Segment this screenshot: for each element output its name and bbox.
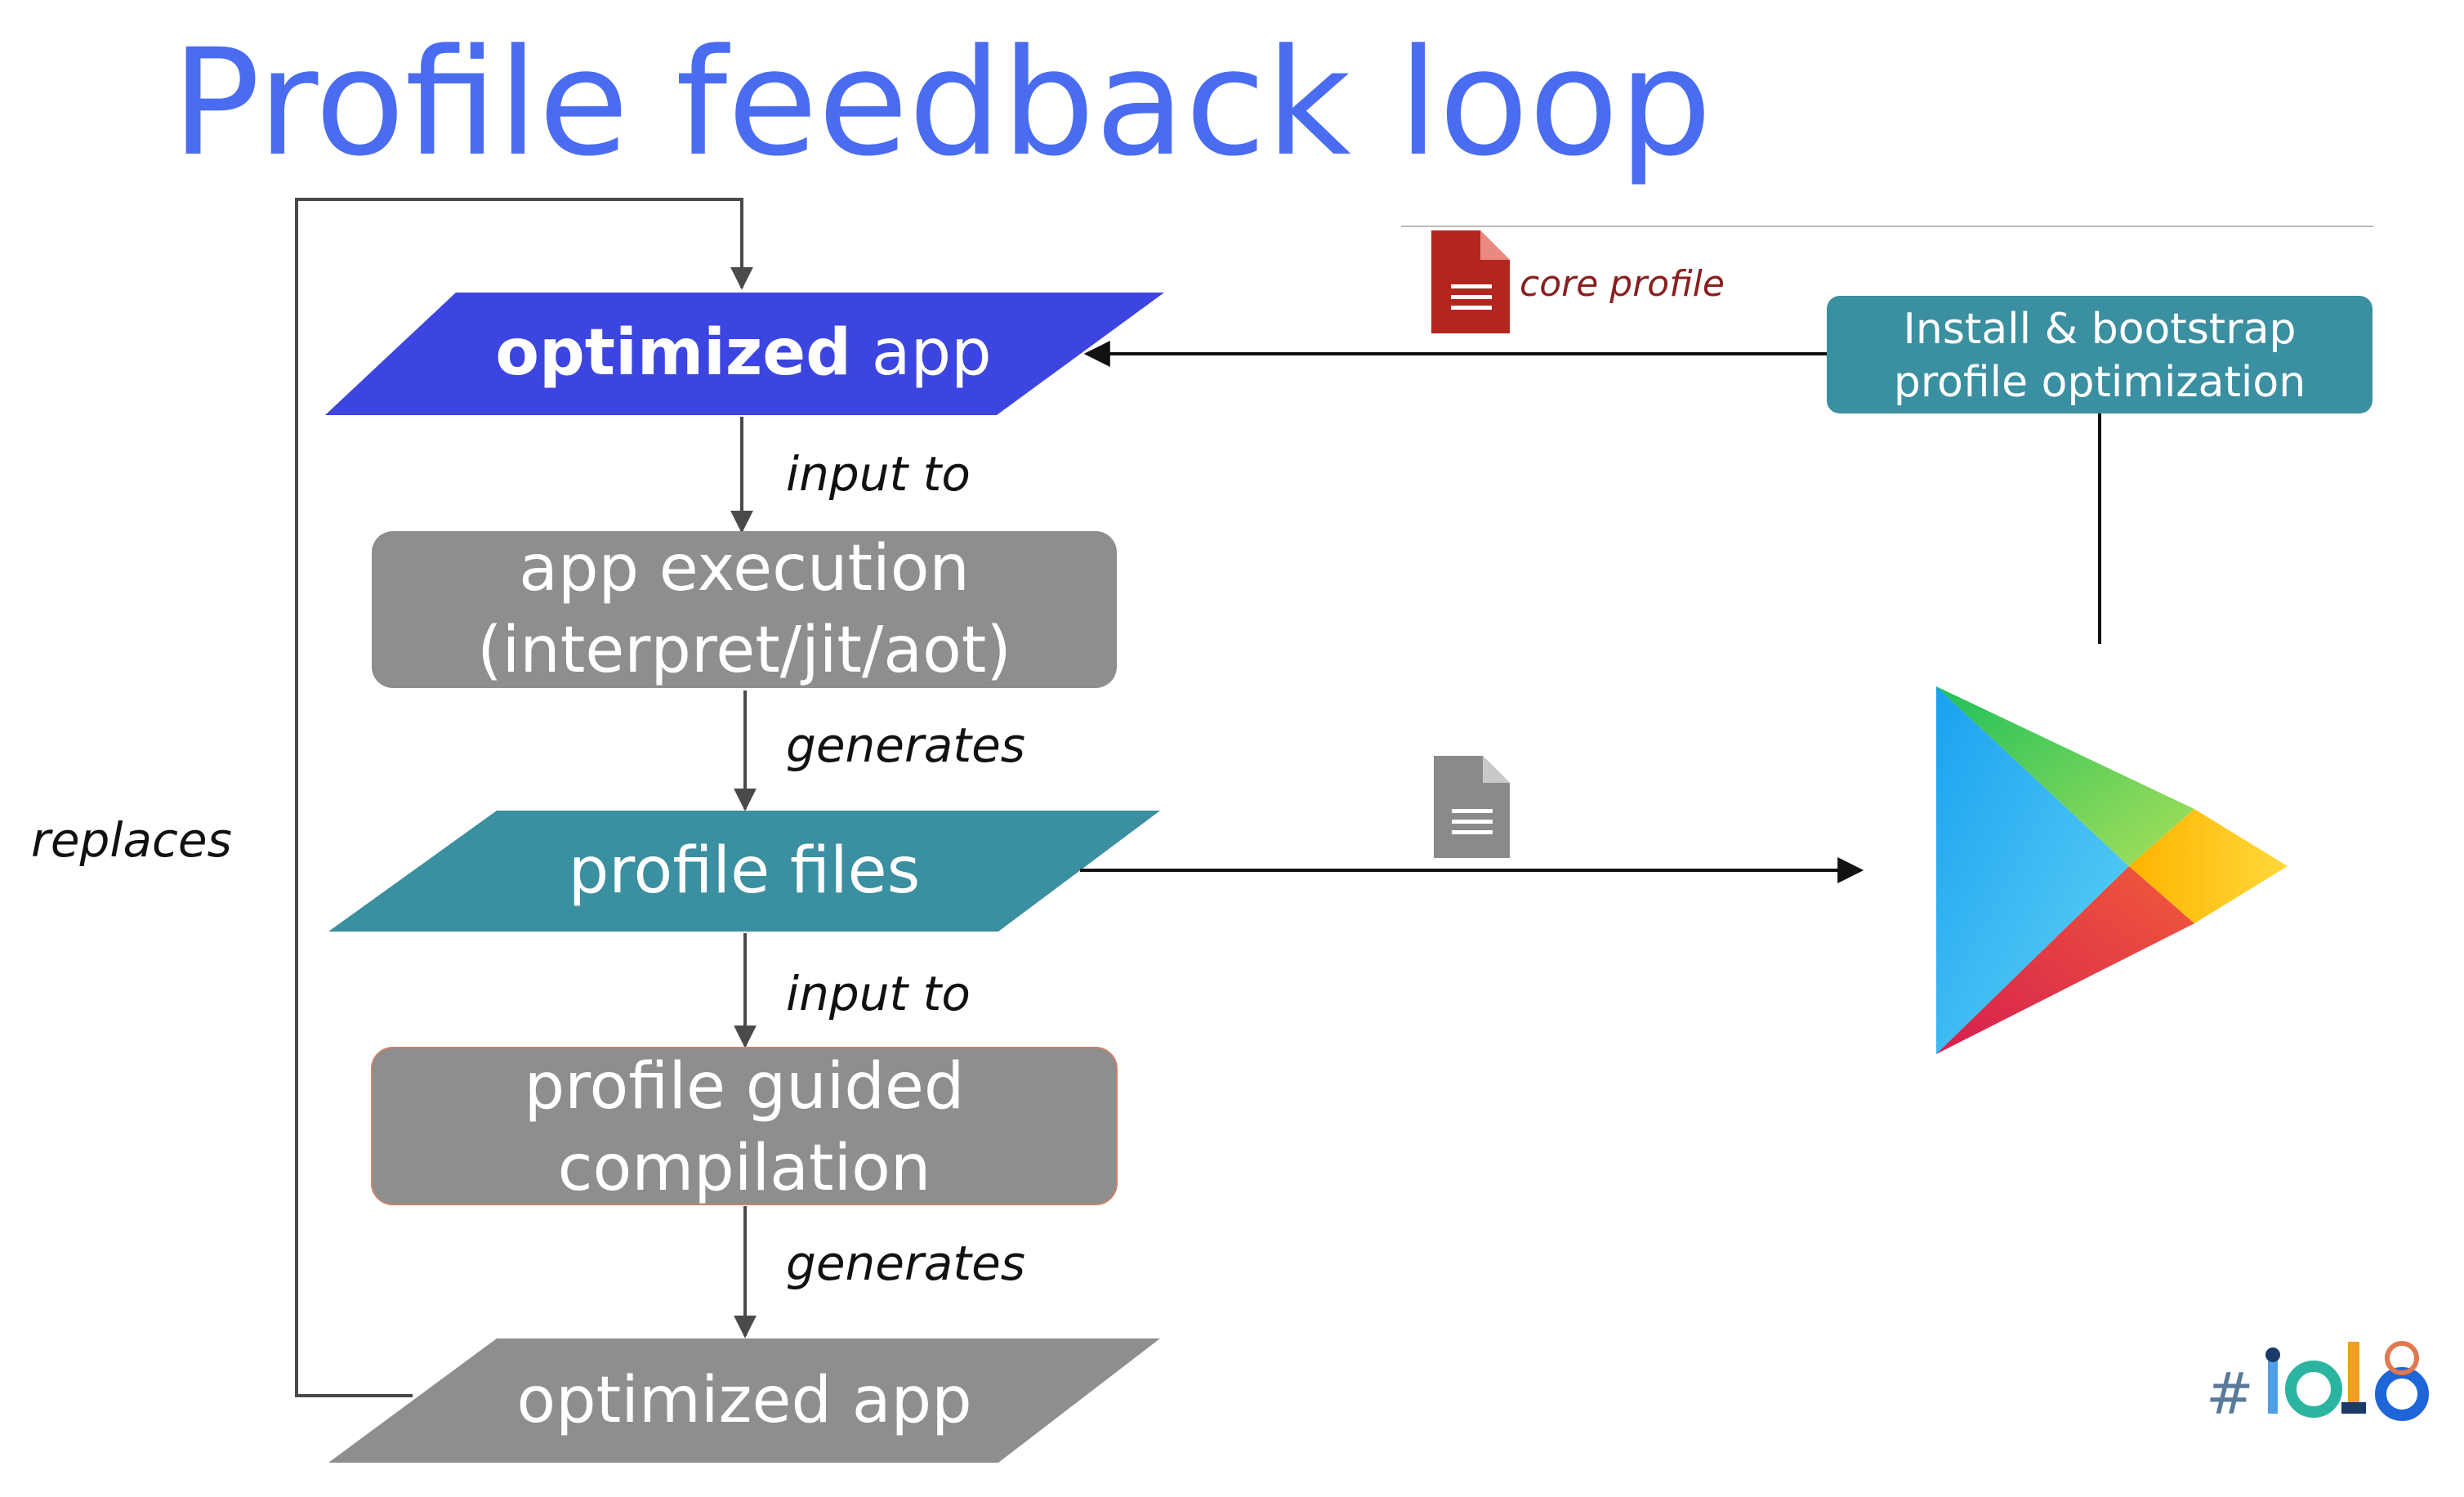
core-profile-document-icon: [1431, 230, 1510, 333]
generates-label-2: generates: [786, 1236, 1025, 1291]
install-bootstrap-node: Install & bootstrap profile optimization: [1827, 296, 2372, 413]
generates-label-1: generates: [786, 717, 1025, 773]
install-line1: Install & bootstrap: [1904, 305, 2297, 354]
optimized-app-regular: app: [851, 316, 992, 390]
pgc-line1: profile guided: [524, 1050, 965, 1124]
optimized-app-bold: optimized: [495, 316, 851, 390]
input-to-label-1: input to: [786, 446, 971, 502]
core-profile-label: core profile: [1520, 263, 1725, 305]
optimized-app-bottom-label: optimized app: [516, 1364, 971, 1437]
google-io-18-logo: #: [2206, 1341, 2429, 1428]
input-to-label-2: input to: [786, 966, 971, 1021]
profile-files-node: profile files: [328, 811, 1160, 932]
google-play-icon: [1936, 686, 2288, 1054]
pgc-line2: compilation: [558, 1132, 931, 1205]
optimized-app-node-bottom: optimized app: [328, 1338, 1160, 1463]
replaces-loop-line: [295, 198, 753, 1397]
replaces-label: replaces: [31, 812, 232, 868]
page-title: Profile feedback loop: [172, 18, 1712, 189]
install-line2: profile optimization: [1894, 358, 2306, 407]
optimized-app-node-top: optimized app: [325, 293, 1164, 415]
svg-text:optimized app: optimized app: [495, 316, 991, 390]
app-execution-line1: app execution: [519, 532, 970, 606]
profile-document-icon: [1434, 756, 1510, 858]
profile-files-label: profile files: [569, 834, 921, 908]
io-hash: #: [2206, 1361, 2254, 1428]
profile-guided-compilation-node: profile guided compilation: [371, 1047, 1118, 1205]
app-execution-line2: (interpret/jit/aot): [477, 614, 1011, 687]
app-execution-node: app execution (interpret/jit/aot): [372, 531, 1117, 688]
